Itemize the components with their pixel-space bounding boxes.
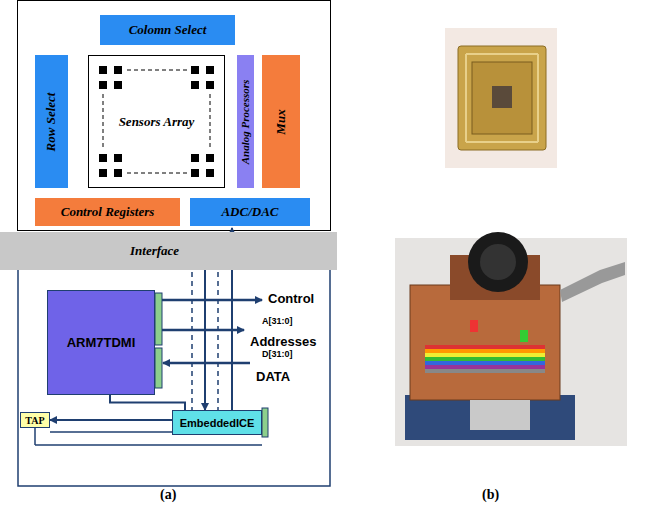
camera-lens [480,244,516,280]
signal-connector [50,419,172,421]
block-label: TAP [25,415,44,426]
ribbon-cable [425,345,545,373]
block-label: EmbeddedICE [180,417,255,429]
chip-photo-ground [445,28,557,168]
block-label: Mux [273,109,289,134]
bus-connector [155,348,162,388]
signal-name: A[31:0] [262,316,293,326]
signal-connector [110,395,185,410]
interface-band: Interface [0,232,337,270]
panel-label: (b) [482,487,499,503]
mux-block: Mux [262,55,300,188]
debug-unit-block: EmbeddedICE [172,410,262,435]
signal-name: D[31:0] [262,349,293,359]
sensor-array-block: Sensors Array [88,55,225,188]
column-select-block: Colomn Select [100,15,235,45]
bus-connector [155,293,162,345]
processor-core-block: ARM7TDMI [47,290,155,395]
dashed-bus-line [191,272,193,410]
chip-cavity [472,62,532,134]
camera-board [410,285,560,400]
block-label: Control Registers [61,204,155,220]
sensor-chip-frame [18,1,331,231]
led [470,320,478,332]
bus-label: Control [268,291,314,306]
tap-controller-block: TAP [20,412,50,428]
base-board [405,395,575,440]
camera-lens [468,232,528,292]
panel-label: (a) [160,487,176,503]
control-bus-arrow [162,299,262,302]
tap-wire [50,431,172,433]
signal-connector [204,270,206,410]
analog-processor-block: Analog Processors [237,55,254,188]
connector-block [470,400,530,430]
tap-wire [35,444,262,446]
dashed-bus-line [217,272,219,410]
adc-dac-block: ADC/DAC [190,198,310,226]
bus-label: Addresses [250,334,316,349]
bus-connector [262,408,268,437]
bus-label: DATA [256,369,290,384]
row-select-block: Row Select [35,55,68,188]
tap-wire [34,428,36,445]
chip-die [492,86,512,108]
block-label: ARM7TDMI [67,335,136,350]
gray-ribbon-cable [560,262,625,302]
block-label: Analog Processors [240,79,252,164]
block-label: Row Select [44,92,60,151]
block-label: Colomn Select [129,22,207,38]
processor-frame [18,262,330,486]
control-register-block: Control Registers [35,198,180,226]
chip-package [458,46,546,150]
block-label: Sensors Array [119,114,195,130]
board-photo-ground [395,238,627,446]
block-label: ADC/DAC [221,204,278,220]
data-bus-arrow [163,362,250,365]
block-label: Interface [130,243,179,259]
led [520,330,528,342]
chip-pins [466,54,538,142]
